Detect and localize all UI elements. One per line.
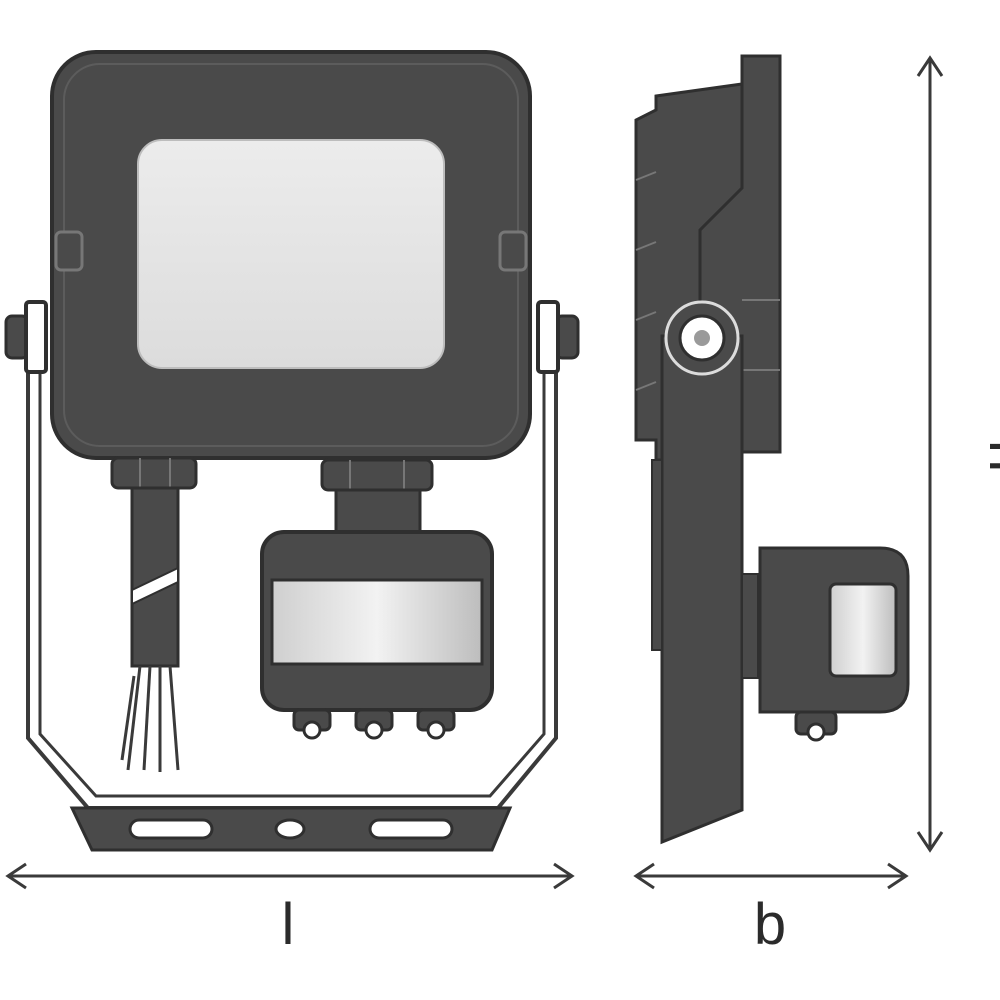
front-view	[4, 50, 580, 852]
dimension-length	[5, 862, 575, 890]
cable-gland	[110, 456, 198, 490]
motion-sensor-window	[270, 578, 484, 666]
mounting-slot-right	[368, 818, 454, 840]
mounting-hole-center	[274, 818, 306, 840]
mounting-slot-left	[128, 818, 214, 840]
dimension-height	[916, 55, 944, 853]
cable-wires	[120, 665, 180, 772]
side-sensor-window	[828, 582, 898, 678]
led-lens	[137, 139, 445, 369]
dimension-width	[633, 862, 909, 890]
side-bracket-arm	[660, 334, 744, 845]
sensor-adjust-knobs	[292, 708, 456, 740]
length-label: l	[282, 892, 295, 957]
width-label: b	[754, 892, 786, 957]
side-view	[634, 54, 910, 845]
height-label: h	[977, 440, 1000, 472]
